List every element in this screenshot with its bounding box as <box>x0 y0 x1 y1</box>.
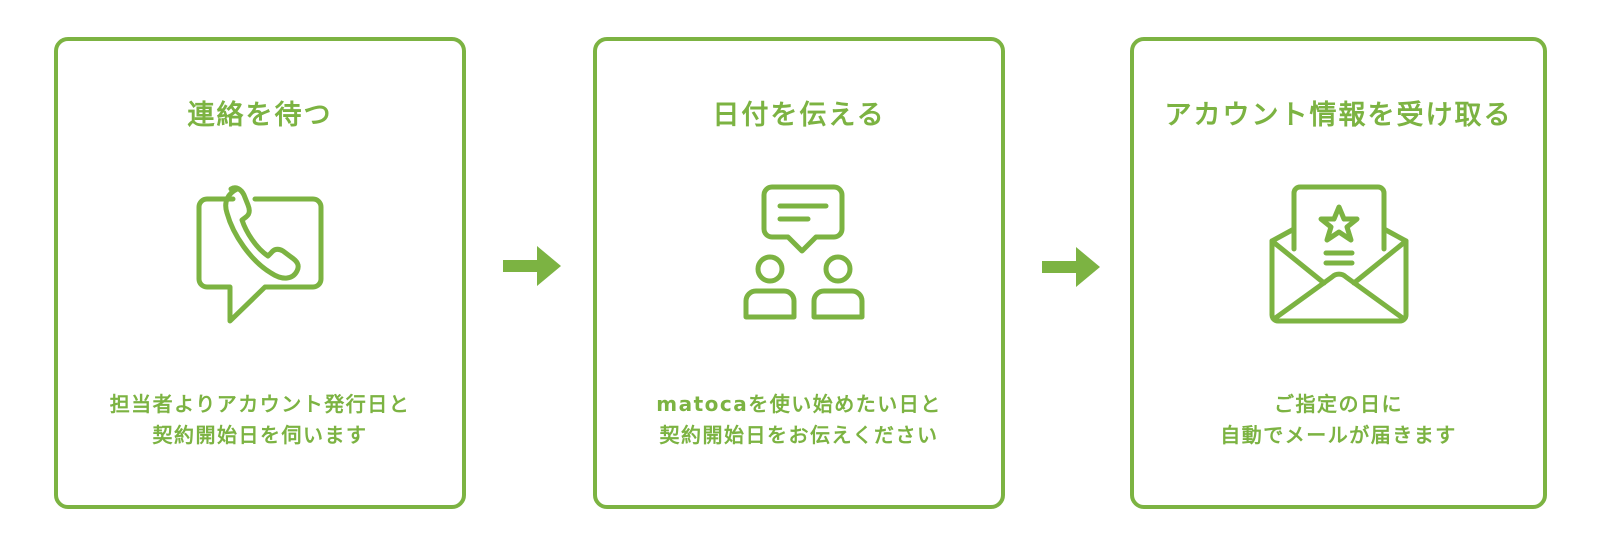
step-description-line: 担当者よりアカウント発行日と <box>109 392 411 416</box>
arrow-right-icon <box>503 246 561 286</box>
phone-chat-bubble-icon <box>185 179 335 329</box>
step-description-line: 契約開始日をお伝えください <box>659 423 939 447</box>
step-card-tell-dates: 日付を伝える matocaを使い始めたい日と 契約開始日をお伝えください <box>593 37 1005 509</box>
step-title: 日付を伝える <box>712 100 886 131</box>
envelope-star-letter-icon <box>1264 179 1414 329</box>
step-description: ご指定の日に 自動でメールが届きます <box>1134 389 1543 451</box>
step-card-wait-for-contact: 連絡を待つ 担当者よりアカウント発行日と 契約開始日を伺います <box>54 37 466 509</box>
step-title: 連絡を待つ <box>187 100 333 131</box>
arrow-right-icon <box>1042 247 1100 287</box>
step-description-line: 自動でメールが届きます <box>1220 423 1457 447</box>
step-title: アカウント情報を受け取る <box>1164 100 1513 131</box>
step-description: 担当者よりアカウント発行日と 契約開始日を伺います <box>58 389 462 451</box>
step-description-line: ご指定の日に <box>1274 392 1403 416</box>
step-description-line: 契約開始日を伺います <box>152 423 368 447</box>
two-people-talking-icon <box>724 179 874 329</box>
step-description: matocaを使い始めたい日と 契約開始日をお伝えください <box>597 389 1001 451</box>
step-description-line: matocaを使い始めたい日と <box>656 392 942 416</box>
step-card-receive-account-info: アカウント情報を受け取る ご指定の日に 自動でメールが届きます <box>1130 37 1547 509</box>
